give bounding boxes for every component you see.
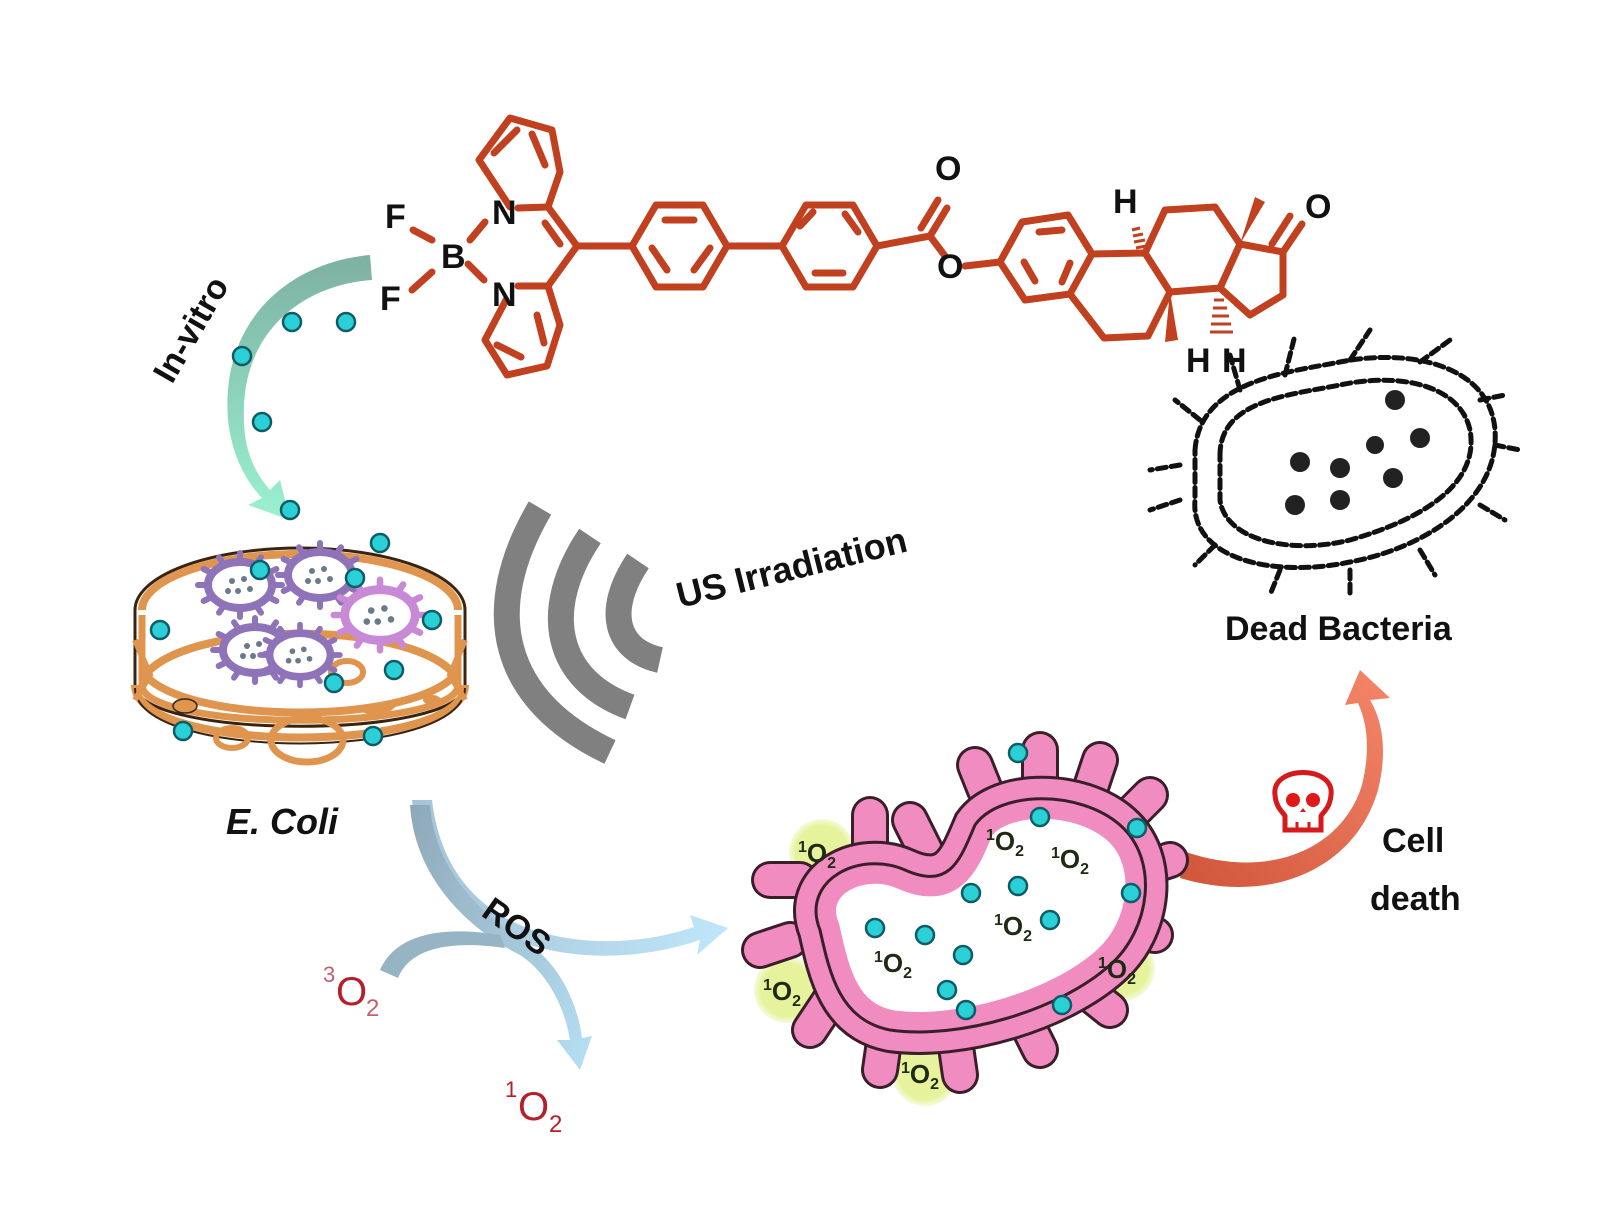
singlet-oxygen-badge: 1O2 bbox=[994, 911, 1032, 945]
e-coli-label: E. Coli bbox=[226, 801, 339, 842]
svg-text:2: 2 bbox=[366, 995, 379, 1022]
atom-o-ketone: O bbox=[1305, 188, 1331, 226]
triplet-oxygen-label: 3 O 2 bbox=[323, 962, 379, 1022]
e-coli-bacteria-group bbox=[195, 540, 430, 689]
singlet-oxygen-badge: 1O2 bbox=[1098, 954, 1136, 988]
in-vitro-arrow bbox=[227, 255, 372, 520]
atom-f-top: F bbox=[385, 198, 406, 236]
us-irradiation-label: US Irradiation bbox=[672, 519, 911, 616]
singlet-oxygen-label: 1 O 2 bbox=[505, 1077, 562, 1138]
singlet-oxygen-badge: 1O2 bbox=[763, 976, 801, 1010]
singlet-oxygen-badge: 1O2 bbox=[986, 826, 1024, 860]
svg-text:3: 3 bbox=[323, 962, 335, 987]
atom-o-carbonyl: O bbox=[935, 150, 961, 188]
cell-death-label-line2: death bbox=[1370, 880, 1461, 918]
dish-bacterium bbox=[275, 540, 365, 610]
dish-bacterium bbox=[330, 576, 430, 654]
svg-text:O: O bbox=[518, 1085, 549, 1129]
hashed-wedge-bottom bbox=[1210, 298, 1233, 334]
methyl-wedge bbox=[1240, 197, 1265, 244]
skull-icon bbox=[1272, 770, 1334, 833]
in-vitro-label: In-vitro bbox=[146, 270, 237, 389]
dead-bacteria-label: Dead Bacteria bbox=[1225, 610, 1453, 648]
singlet-oxygen-badge: 1O2 bbox=[901, 1059, 939, 1093]
atom-b: B bbox=[441, 238, 466, 276]
nanoparticles-bacterium bbox=[864, 742, 1148, 1021]
bacterium-icon bbox=[741, 731, 1189, 1094]
singlet-oxygen-badge: 1O2 bbox=[874, 948, 912, 982]
atom-h-top: H bbox=[1113, 183, 1138, 221]
cell-death-arrow bbox=[1180, 670, 1390, 888]
nanoparticles-in-vitro bbox=[231, 311, 357, 521]
svg-text:2: 2 bbox=[549, 1111, 562, 1138]
nanoparticles-dish bbox=[149, 532, 443, 747]
hashed-wedge-top bbox=[1131, 226, 1147, 250]
svg-text:1: 1 bbox=[505, 1077, 517, 1102]
atom-n-bottom: N bbox=[492, 276, 517, 314]
h-wedge bbox=[1165, 292, 1178, 342]
dish-bacterium bbox=[257, 621, 343, 689]
atom-f-bottom: F bbox=[380, 280, 401, 318]
atom-n-top: N bbox=[492, 194, 517, 232]
cell-death-label-line1: Cell bbox=[1382, 822, 1444, 860]
dead-bacterium-nuclei bbox=[1285, 390, 1430, 515]
dead-bacterium-icon bbox=[1147, 327, 1523, 598]
bodipy-estrone-molecule: N B N F F O O H H H O bbox=[380, 114, 1331, 380]
sound-wave-icon bbox=[493, 501, 664, 764]
atom-h-bottom-left: H bbox=[1186, 342, 1211, 380]
bodipy-core bbox=[408, 114, 1306, 379]
singlet-oxygen-badge: 1O2 bbox=[1051, 844, 1089, 878]
singlet-oxygen-badge: 1O2 bbox=[798, 838, 836, 872]
atom-o-ester: O bbox=[937, 248, 963, 286]
svg-text:O: O bbox=[336, 970, 367, 1014]
singlet-oxygen-badges: 1O2 1O2 1O2 1O2 1O2 1O2 1O2 1O2 bbox=[763, 826, 1136, 1093]
ros-arrows bbox=[380, 800, 728, 1070]
